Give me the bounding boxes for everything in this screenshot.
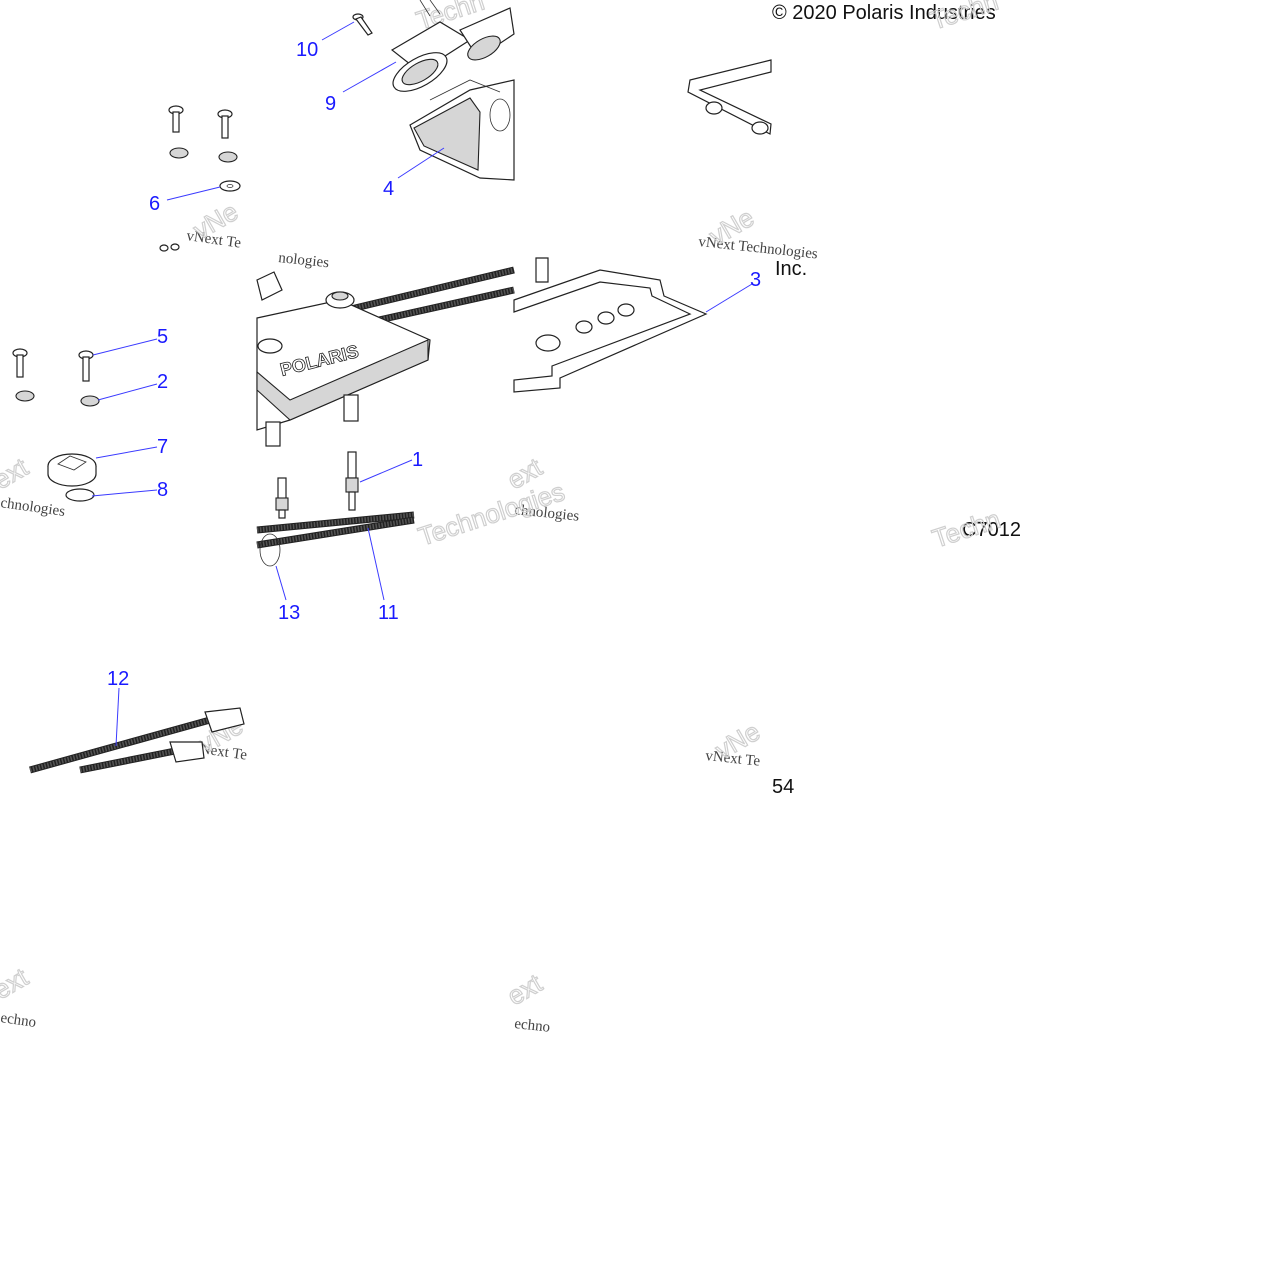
valve-cover-icon bbox=[409, 79, 515, 181]
callout-7: 7 bbox=[157, 436, 168, 458]
inc-text: Inc. bbox=[775, 258, 807, 280]
callout-9: 9 bbox=[325, 93, 336, 115]
gasket-icon bbox=[687, 59, 772, 135]
spark-plug-icon bbox=[345, 451, 359, 511]
watermark-big-2: Techn bbox=[927, 0, 1002, 36]
watermark-4: vNext Te bbox=[705, 748, 762, 770]
figure-code: C7012 bbox=[962, 519, 1021, 541]
intake-boot-icon bbox=[390, 0, 515, 92]
tile-middle-left: 5 2 7 8 bbox=[12, 326, 168, 502]
valve-cover-icon: POLARIS bbox=[256, 291, 431, 431]
grommet-icon bbox=[80, 395, 100, 407]
spark-plug-icon bbox=[275, 477, 289, 519]
o-ring-icon bbox=[259, 533, 281, 567]
ignition-wire-icon bbox=[329, 266, 515, 318]
callout-5: 5 bbox=[157, 326, 168, 348]
callout-2: 2 bbox=[157, 371, 168, 393]
bolt-icon bbox=[12, 348, 28, 378]
bolt-icon bbox=[78, 350, 94, 382]
callout-3: 3 bbox=[750, 269, 761, 291]
tile-middle-right: 3 bbox=[513, 257, 761, 393]
watermark-6: chnologies bbox=[514, 502, 580, 525]
grommet-icon bbox=[169, 147, 189, 159]
tile-top-right bbox=[687, 59, 772, 135]
callout-8: 8 bbox=[157, 479, 168, 501]
watermark-1: vNext Te bbox=[185, 228, 242, 252]
callout-12: 12 bbox=[107, 668, 129, 690]
watermark-big-12: ext bbox=[502, 967, 548, 1011]
watermark-8: echno bbox=[514, 1016, 551, 1036]
watermark-big-11: ext bbox=[0, 961, 34, 1005]
bolt-icon bbox=[159, 243, 180, 252]
watermark-big-4: Techn bbox=[929, 504, 1004, 554]
callout-4: 4 bbox=[383, 178, 394, 200]
bolt-icon bbox=[217, 109, 233, 139]
gasket-icon bbox=[513, 269, 708, 393]
callout-13: 13 bbox=[278, 602, 300, 624]
bolt-icon bbox=[168, 105, 184, 133]
bolt-icon bbox=[352, 13, 373, 36]
seal-ring-icon bbox=[65, 488, 95, 502]
watermark-9: nologies bbox=[278, 250, 330, 271]
oil-cap-icon bbox=[47, 453, 97, 487]
callout-1: 1 bbox=[412, 449, 423, 471]
callout-11: 11 bbox=[378, 602, 399, 624]
grommet-icon bbox=[15, 390, 35, 402]
page-number: 54 bbox=[772, 776, 794, 798]
watermark-big-7: ext bbox=[0, 451, 34, 495]
watermark-5: chnologies bbox=[0, 495, 66, 520]
callout-10: 10 bbox=[296, 39, 318, 61]
watermark-7: echno bbox=[0, 1010, 37, 1031]
tile-center: POLARIS 1 11 13 bbox=[256, 266, 515, 624]
copyright-text: © 2020 Polaris Industries bbox=[772, 2, 996, 24]
grommet-icon bbox=[218, 151, 238, 163]
callout-6: 6 bbox=[149, 193, 160, 215]
washer-icon bbox=[219, 180, 241, 192]
watermark-3: vNext Te bbox=[191, 740, 248, 764]
tile-bottom-left: 12 bbox=[29, 668, 245, 774]
tile-top-left: 6 bbox=[149, 105, 241, 252]
tile-top-middle: 10 9 4 bbox=[296, 0, 515, 200]
